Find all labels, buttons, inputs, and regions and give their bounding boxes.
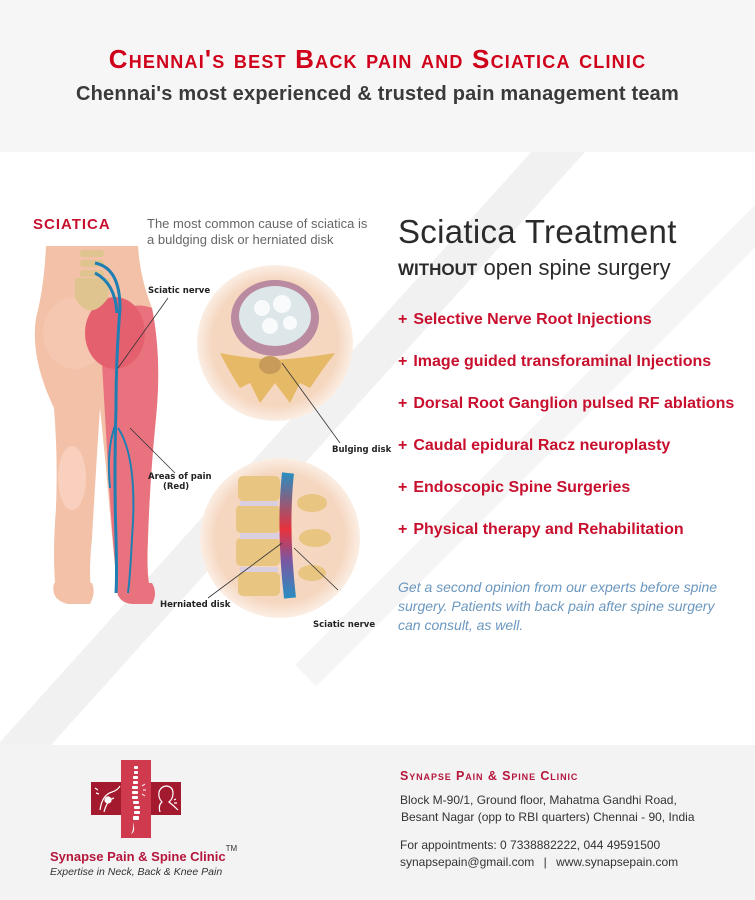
brand-text: Synapse Pain & Spine Clinic — [50, 849, 226, 864]
spine-icon — [131, 766, 140, 834]
treatment-section: Sciatica Treatment WITHOUT open spine su… — [398, 213, 748, 635]
sciatica-label: SCIATICA — [33, 216, 111, 233]
label-sciatic-nerve-bottom: Sciatic nerve — [313, 620, 376, 630]
service-label: Endoscopic Spine Surgeries — [413, 479, 631, 496]
anatomy-illustration — [34, 246, 360, 618]
header-banner: Chennai's best Back pain and Sciatica cl… — [0, 0, 755, 152]
treatment-subtitle: WITHOUT open spine surgery — [398, 255, 748, 281]
service-label: Dorsal Root Ganglion pulsed RF ablations — [413, 395, 735, 412]
service-item: + Dorsal Root Ganglion pulsed RF ablation… — [398, 394, 748, 436]
service-item: + Physical therapy and Rehabilitation — [398, 520, 748, 562]
plus-icon: + — [398, 479, 408, 496]
appointment-phones: For appointments: 0 7338882222, 044 4959… — [400, 838, 661, 852]
service-label: Selective Nerve Root Injections — [413, 311, 652, 328]
contact-links: synapsepain@gmail.com | www.synapsepain.… — [400, 854, 740, 871]
label-bulging-disk: Bulging disk — [332, 445, 392, 455]
separator: | — [543, 855, 547, 869]
service-label: Image guided transforaminal Injections — [413, 353, 712, 370]
address-line-2: Besant Nagar (opp to RBI quarters) Chenn… — [401, 810, 695, 824]
service-item: + Image guided transforaminal Injections — [398, 352, 748, 394]
plus-icon: + — [398, 521, 408, 538]
pain-marks-icon — [141, 783, 146, 797]
treatment-subtitle-rest: open spine surgery — [483, 255, 671, 280]
clinic-logo — [90, 760, 182, 840]
knee-icon — [94, 785, 121, 813]
contact-block: Synapse Pain & Spine Clinic Block M-90/1… — [400, 769, 740, 871]
plus-icon: + — [398, 395, 408, 412]
page-title: Chennai's best Back pain and Sciatica cl… — [108, 44, 647, 74]
address-line-1: Block M-90/1, Ground floor, Mahatma Gand… — [400, 793, 677, 807]
label-areas-of-pain-red: (Red) — [163, 482, 190, 492]
services-list: + Selective Nerve Root Injections + Image … — [398, 310, 748, 562]
second-opinion-text: Get a second opinion from our experts be… — [398, 579, 718, 633]
service-item: + Selective Nerve Root Injections — [398, 310, 748, 352]
treatment-title: Sciatica Treatment — [398, 213, 677, 250]
label-areas-of-pain: Areas of pain — [148, 472, 212, 482]
without-emphasis: WITHOUT — [398, 260, 478, 279]
website-link[interactable]: www.synapsepain.com — [556, 855, 679, 869]
service-label: Caudal epidural Racz neuroplasty — [413, 437, 671, 454]
service-item: + Endoscopic Spine Surgeries — [398, 478, 748, 520]
logo-glyphs — [94, 766, 179, 834]
neck-pain-icon — [158, 785, 179, 813]
plus-icon: + — [398, 437, 408, 454]
page-subtitle: Chennai's most experienced & trusted pai… — [76, 83, 679, 105]
brand-name: Synapse Pain & Spine ClinicTM — [50, 844, 237, 864]
label-sciatic-nerve-top: Sciatic nerve — [148, 286, 211, 296]
trademark: TM — [225, 844, 238, 853]
address: Block M-90/1, Ground floor, Mahatma Gand… — [400, 792, 740, 826]
cause-description: The most common cause of sciatica is a b… — [147, 216, 368, 247]
sciatica-illustration: SCIATICA The most common cause of sciati… — [20, 208, 391, 648]
footer: Synapse Pain & Spine ClinicTM Expertise … — [0, 745, 755, 900]
appointments: For appointments: 0 7338882222, 044 4959… — [400, 837, 740, 871]
plus-icon: + — [398, 353, 408, 370]
email-link[interactable]: synapsepain@gmail.com — [400, 855, 535, 869]
service-label: Physical therapy and Rehabilitation — [413, 521, 684, 538]
brand-tagline: Expertise in Neck, Back & Knee Pain — [50, 866, 223, 878]
label-herniated-disk: Herniated disk — [160, 600, 231, 610]
service-item: + Caudal epidural Racz neuroplasty — [398, 436, 748, 478]
plus-icon: + — [398, 311, 408, 328]
contact-clinic-name: Synapse Pain & Spine Clinic — [400, 769, 579, 783]
